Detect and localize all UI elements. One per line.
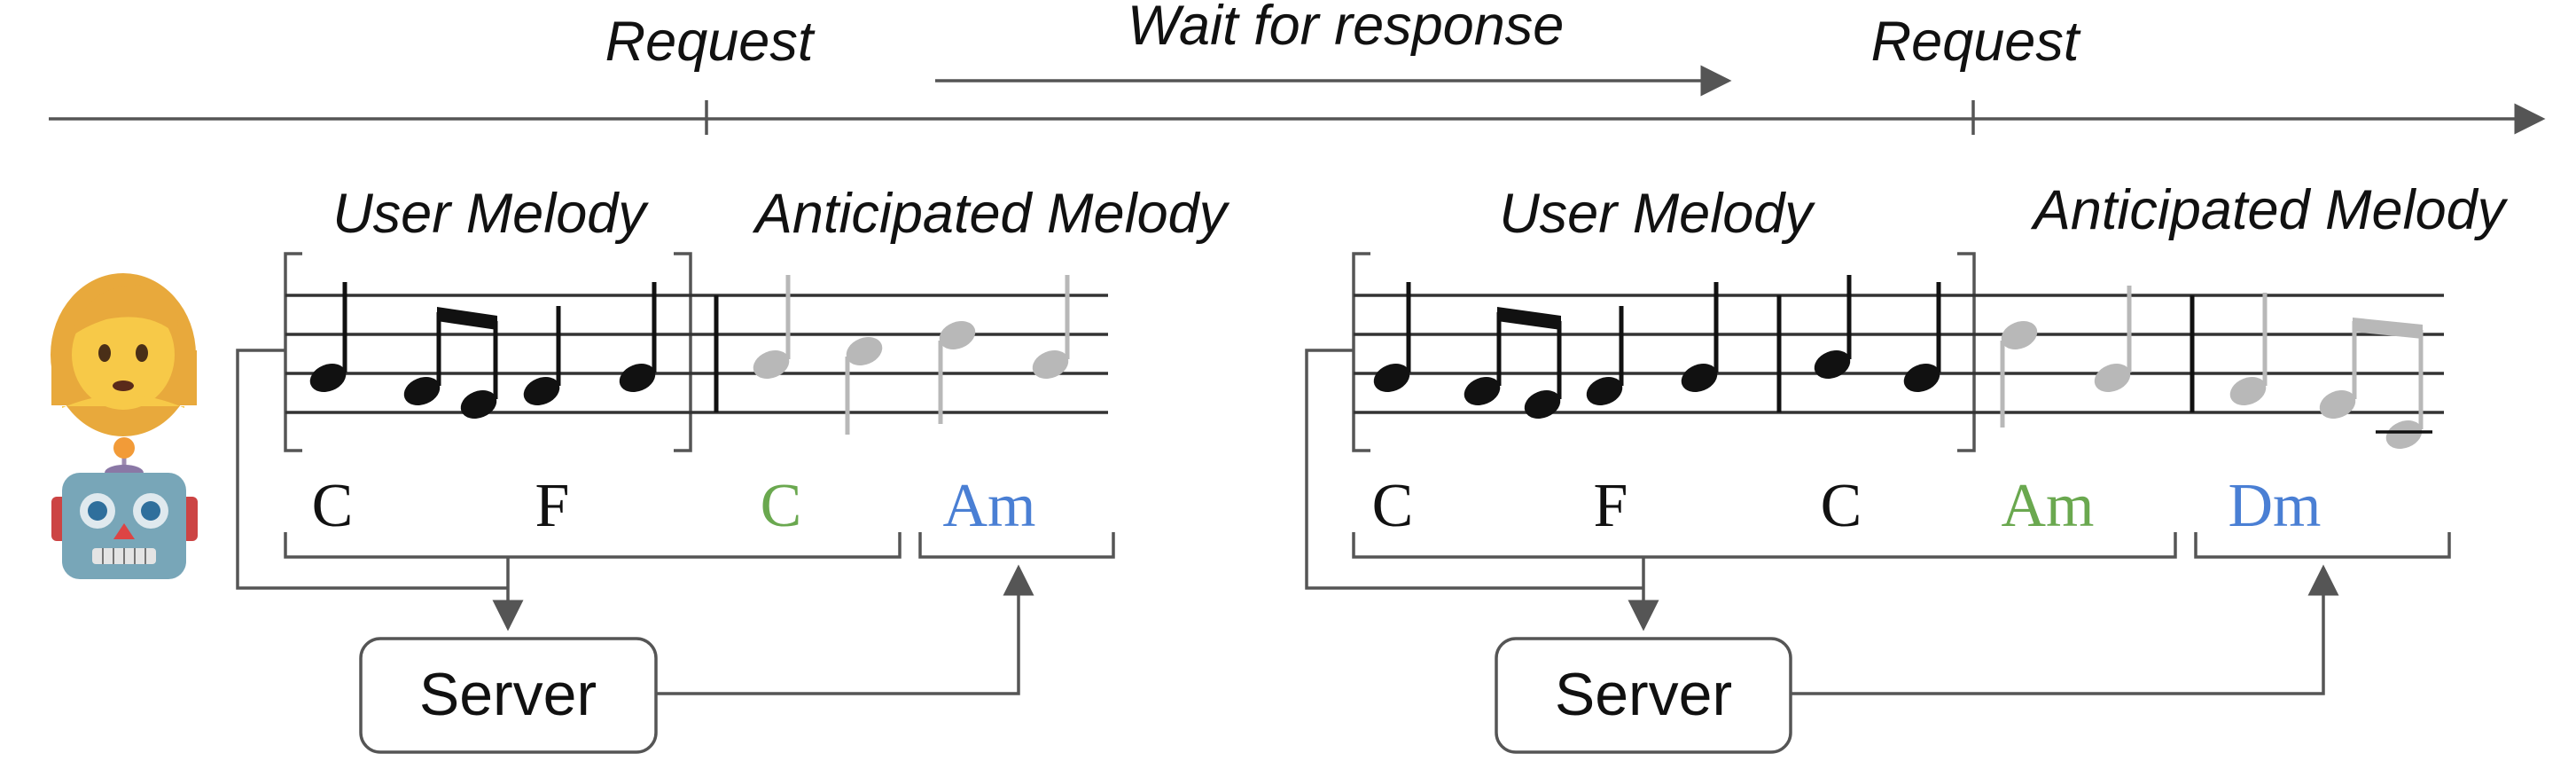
note-quarter <box>1586 306 1624 405</box>
server-to-output-arrow-1 <box>656 564 1034 695</box>
note-quarter-anticipated <box>845 337 883 435</box>
request-label-2: Request <box>1871 11 2081 73</box>
output-chord-bracket-2 <box>2194 532 2451 559</box>
panel-1: User Melody Anticipated Melody <box>236 183 1230 754</box>
input-chords-bracket-2 <box>1352 532 2177 559</box>
panel-2: User Melody Anticipated Melody <box>1305 179 2509 754</box>
anticipated-melody-label-1: Anticipated Melody <box>752 183 1230 245</box>
note-eighth-pair <box>1464 307 1562 419</box>
note-quarter-anticipated <box>2000 321 2038 428</box>
user-melody-bracket-2 <box>1352 252 1370 452</box>
user-notes-2 <box>1373 275 1941 419</box>
server-label-1: Server <box>419 661 597 728</box>
user-melody-bracket-right-1 <box>674 252 692 452</box>
note-quarter-anticipated <box>2229 293 2268 405</box>
woman-emoji-icon <box>51 273 197 436</box>
chord-label: C <box>1821 472 1862 540</box>
chord-label-predicted: C <box>761 472 802 540</box>
user-melody-bracket-1 <box>284 252 302 452</box>
chord-label-predicted: Am <box>2002 472 2095 540</box>
anticipated-melody-label-2: Anticipated Melody <box>2030 179 2509 241</box>
note-quarter <box>1814 275 1852 379</box>
chord-label: C <box>312 472 354 540</box>
note-quarter <box>309 282 347 392</box>
server-label-2: Server <box>1555 661 1732 728</box>
anticipated-notes-1 <box>753 275 1070 435</box>
input-chords-bracket-1 <box>284 532 902 559</box>
chord-label: F <box>1594 472 1628 540</box>
server-to-output-arrow-2 <box>1791 564 2339 695</box>
note-quarter-anticipated <box>1032 275 1070 379</box>
staff-1 <box>285 294 1108 414</box>
note-quarter <box>619 282 657 392</box>
note-quarter <box>523 306 561 405</box>
chord-label-predicted: Dm <box>2229 472 2322 540</box>
note-quarter-anticipated <box>2094 286 2132 392</box>
note-quarter <box>1903 282 1941 392</box>
wait-label: Wait for response <box>1128 0 1565 57</box>
chord-label: C <box>1372 472 1414 540</box>
request-label-1: Request <box>605 11 816 73</box>
note-eighth-pair <box>403 307 498 419</box>
server-box-2 <box>1495 637 1792 754</box>
user-melody-label-2: User Melody <box>1499 183 1815 245</box>
chord-label: F <box>535 472 570 540</box>
user-melody-bracket-right-2 <box>1957 252 1976 452</box>
user-notes-1 <box>309 282 657 419</box>
timeline: Request Request Wait for response <box>49 0 2546 135</box>
user-melody-label-1: User Melody <box>332 183 649 245</box>
robot-emoji-icon <box>51 437 198 579</box>
chord-label-predicted: Am <box>943 472 1036 540</box>
note-quarter <box>1681 282 1719 392</box>
note-eighth-pair-anticipated <box>2319 318 2432 449</box>
note-quarter-anticipated <box>938 321 976 424</box>
server-box-1 <box>359 637 658 754</box>
anticipated-notes-2 <box>2000 286 2432 449</box>
note-quarter <box>1373 282 1411 392</box>
note-quarter-anticipated <box>753 275 791 379</box>
output-chord-bracket-1 <box>918 532 1115 559</box>
melody-to-server-line-2 <box>1305 349 1643 590</box>
melody-to-server-line-1 <box>236 349 508 590</box>
